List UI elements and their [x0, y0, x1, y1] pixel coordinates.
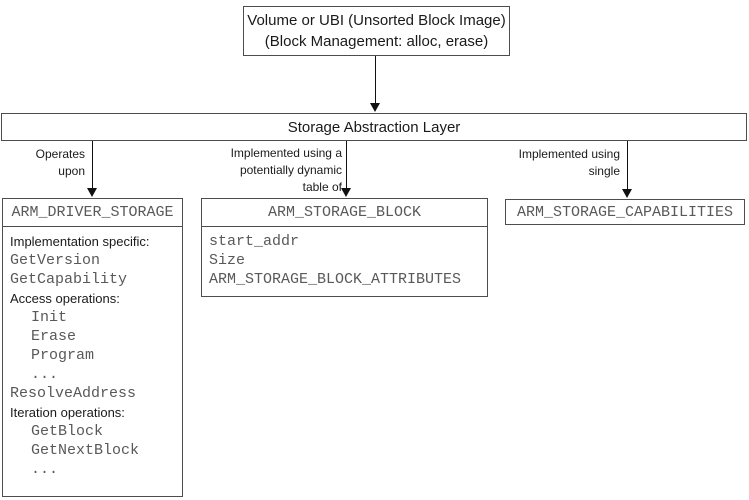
edge-label-dynamic-table: Implemented using a potentially dynamic …: [231, 145, 342, 196]
driver-line-access-operations: Access operations:: [10, 291, 120, 306]
arrow-sal-to-block-head-icon: [341, 188, 351, 197]
edge-label-operates-line1: Operates: [35, 147, 85, 161]
driver-line-init: Init: [31, 309, 68, 326]
arm-storage-block-title: ARM_STORAGE_BLOCK: [202, 199, 487, 227]
driver-line-getblock: GetBlock: [31, 423, 104, 440]
arm-storage-capabilities-title: ARM_STORAGE_CAPABILITIES: [516, 203, 734, 221]
driver-line-ellipsis-1: ...: [31, 366, 59, 383]
arm-driver-storage-box: ARM_DRIVER_STORAGE Implementation specif…: [2, 198, 183, 497]
edge-label-operates-upon: Operates upon: [36, 146, 85, 180]
edge-label-single-line2: single: [588, 164, 620, 178]
block-field-attributes: ARM_STORAGE_BLOCK_ATTRIBUTES: [209, 271, 462, 288]
arrow-sal-to-capabilities-head-icon: [622, 189, 632, 198]
arrow-sal-to-driver-line: [92, 141, 93, 188]
volume-ubi-line1: Volume or UBI (Unsorted Block Image): [247, 12, 506, 29]
driver-line-implementation-specific: Implementation specific:: [10, 234, 150, 249]
arrow-volume-to-sal-line: [375, 56, 376, 104]
driver-line-program: Program: [31, 347, 95, 364]
arrow-volume-to-sal-head-icon: [370, 103, 380, 112]
edge-label-operates-line2: upon: [58, 164, 85, 178]
storage-abstraction-layer-title: Storage Abstraction Layer: [287, 118, 461, 136]
arm-storage-capabilities-box: ARM_STORAGE_CAPABILITIES: [505, 199, 745, 225]
arm-storage-block-box: ARM_STORAGE_BLOCK start_addr Size ARM_ST…: [201, 198, 488, 297]
volume-ubi-line2: (Block Management: alloc, erase): [264, 33, 489, 50]
edge-label-dynamic-table-line1: Implemented using a: [230, 146, 342, 160]
driver-line-iteration-operations: Iteration operations:: [10, 405, 125, 420]
edge-label-single-line1: Implemented using: [518, 147, 620, 161]
edge-label-dynamic-table-line2: potentially dynamic: [239, 163, 342, 177]
edge-label-dynamic-table-line3: table of: [302, 180, 342, 194]
arm-storage-block-body: start_addr Size ARM_STORAGE_BLOCK_ATTRIB…: [202, 227, 487, 289]
arm-driver-storage-title: ARM_DRIVER_STORAGE: [3, 199, 182, 227]
driver-line-getcapability: GetCapability: [10, 271, 128, 288]
volume-ubi-box: Volume or UBI (Unsorted Block Image) (Bl…: [243, 6, 510, 56]
block-field-size: Size: [209, 252, 246, 269]
storage-abstraction-layer-box: Storage Abstraction Layer: [1, 113, 747, 141]
driver-line-ellipsis-2: ...: [31, 461, 59, 478]
arm-driver-storage-body: Implementation specific: GetVersion GetC…: [3, 227, 182, 479]
driver-line-erase: Erase: [31, 328, 77, 345]
edge-label-single: Implemented using single: [519, 146, 620, 180]
driver-line-getversion: GetVersion: [10, 252, 101, 269]
arrow-sal-to-block-line: [346, 141, 347, 188]
driver-line-getnextblock: GetNextBlock: [31, 442, 140, 459]
driver-line-resolveaddress: ResolveAddress: [10, 385, 137, 402]
arrow-sal-to-capabilities-line: [627, 141, 628, 189]
block-field-start-addr: start_addr: [209, 233, 300, 250]
arrow-sal-to-driver-head-icon: [87, 188, 97, 197]
